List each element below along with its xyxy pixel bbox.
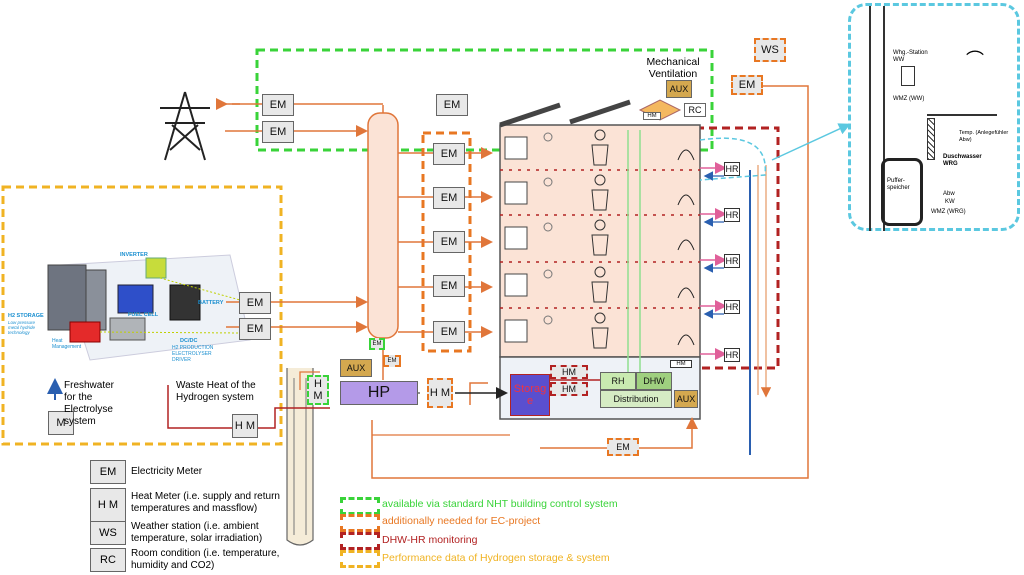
- hm-dhw: HM: [670, 360, 692, 368]
- em-grid-2: EM: [262, 121, 294, 143]
- floor-appliances: [504, 136, 528, 343]
- legend-rc-box: RC: [90, 548, 126, 572]
- em-vent-1: EM: [262, 94, 294, 116]
- freshwater-note: Freshwater for the Electrolyse system: [64, 380, 115, 427]
- legend-em-text: Electricity Meter: [131, 466, 203, 477]
- inset-wmz-ww: WMZ (WW): [893, 96, 925, 102]
- inset-wmz-wrg: WMZ (WRG): [931, 209, 966, 215]
- hm-ground: H M: [307, 375, 329, 405]
- shower-head-icon: ⌒: [966, 50, 984, 70]
- hydrogen-equipment-illustration: [47, 254, 251, 361]
- em-h2-1: EM: [239, 292, 271, 314]
- distribution-box: Distribution: [600, 390, 672, 408]
- legend-ws-box: WS: [90, 521, 126, 545]
- aux-hp: AUX: [340, 359, 372, 377]
- legend-em-box: EM: [90, 460, 126, 484]
- h2-production-label: H2 PRODUCTION ELECTROLYSER DRIVER: [172, 345, 214, 363]
- annotation-green: available via standard NHT building cont…: [382, 498, 618, 510]
- h2-inverter-label: INVERTER: [120, 252, 148, 258]
- inset-puffer: Puffer-speicher: [887, 178, 910, 191]
- annotation-darkred: DHW-HR monitoring: [382, 534, 478, 546]
- waste-heat-note: Waste Heat of the Hydrogen system: [176, 380, 256, 403]
- dhw-box: DHW: [636, 372, 672, 390]
- inset-detail: Whg.-Station WW WMZ (WW) Temp. (Anlegefü…: [848, 3, 1020, 231]
- hm-hp-out: H M: [427, 378, 453, 408]
- hydrogen-system-area: [1, 185, 283, 446]
- hr-4: HR: [724, 300, 740, 314]
- hm-storage-2: HM: [550, 382, 588, 396]
- m-fresh: M: [48, 411, 74, 435]
- person-icons: [591, 129, 609, 349]
- hm-h2: H M: [232, 414, 258, 438]
- em-aux-vent: EM: [731, 75, 763, 95]
- inset-duschwasser: Duschwasser WRG: [943, 154, 982, 167]
- em-hp-2: EM: [383, 355, 401, 367]
- inset-temp: Temp. (Anlegefühler Abw): [959, 130, 1009, 143]
- annotation-yellow: Performance data of Hydrogen storage & s…: [382, 552, 610, 564]
- swatch-darkred: [340, 532, 380, 550]
- em-aux: EM: [607, 438, 639, 456]
- ventilation-title: Mechanical Ventilation: [646, 56, 700, 80]
- hm-storage-1: HM: [550, 365, 588, 379]
- hm-vent: HM: [643, 112, 661, 120]
- sun-icons: [543, 132, 553, 325]
- em-floor-5: EM: [433, 321, 465, 343]
- hr-2: HR: [724, 208, 740, 222]
- swatch-yellow: [340, 550, 380, 568]
- em-floor-1: EM: [433, 143, 465, 165]
- ws-box: WS: [754, 38, 786, 62]
- inset-kw: KW: [945, 199, 955, 205]
- aux-dist: AUX: [674, 390, 698, 408]
- annotation-orange: additionally needed for EC-project: [382, 515, 541, 527]
- legend-ws-text: Weather station (i.e. ambient temperatur…: [131, 521, 263, 544]
- aux-vent: AUX: [666, 80, 692, 98]
- legend-hm-text: Heat Meter (i.e. supply and return tempe…: [131, 491, 280, 514]
- h2-storage-label: H2 STORAGE: [8, 313, 44, 319]
- em-floor-3: EM: [433, 231, 465, 253]
- hr-1: HR: [724, 162, 740, 176]
- hp-box: HP: [340, 381, 418, 405]
- legend-rc-text: Room condition (i.e. temperature, humidi…: [131, 548, 280, 571]
- h2-dcdc-label: DC/DC: [180, 338, 198, 344]
- swatch-orange: [340, 514, 380, 532]
- swatch-green: [340, 497, 380, 515]
- rc-box: RC: [684, 103, 706, 117]
- em-floor-2: EM: [433, 187, 465, 209]
- h2-heat-label: Heat Management: [52, 338, 82, 350]
- em-vent-mid: EM: [436, 94, 468, 116]
- inset-whg: Whg.-Station WW: [893, 50, 928, 63]
- h2-fuelcell-label: FUEL CELL: [128, 312, 159, 318]
- em-h2-2: EM: [239, 318, 271, 340]
- shower-icons: [677, 149, 695, 346]
- power-pylon-icon: [160, 91, 210, 161]
- storage-box: Storage: [510, 374, 550, 416]
- h2-storage-sub: Low pressure metal hydride technology: [8, 320, 36, 335]
- h2-battery-label: BATTERY: [198, 300, 224, 306]
- inset-abw: Abw: [943, 191, 955, 197]
- legend-hm-box: H M: [90, 488, 126, 522]
- hr-5: HR: [724, 348, 740, 362]
- hr-3: HR: [724, 254, 740, 268]
- em-hp: EM: [369, 338, 385, 350]
- rh-box: RH: [600, 372, 636, 390]
- em-floor-4: EM: [433, 275, 465, 297]
